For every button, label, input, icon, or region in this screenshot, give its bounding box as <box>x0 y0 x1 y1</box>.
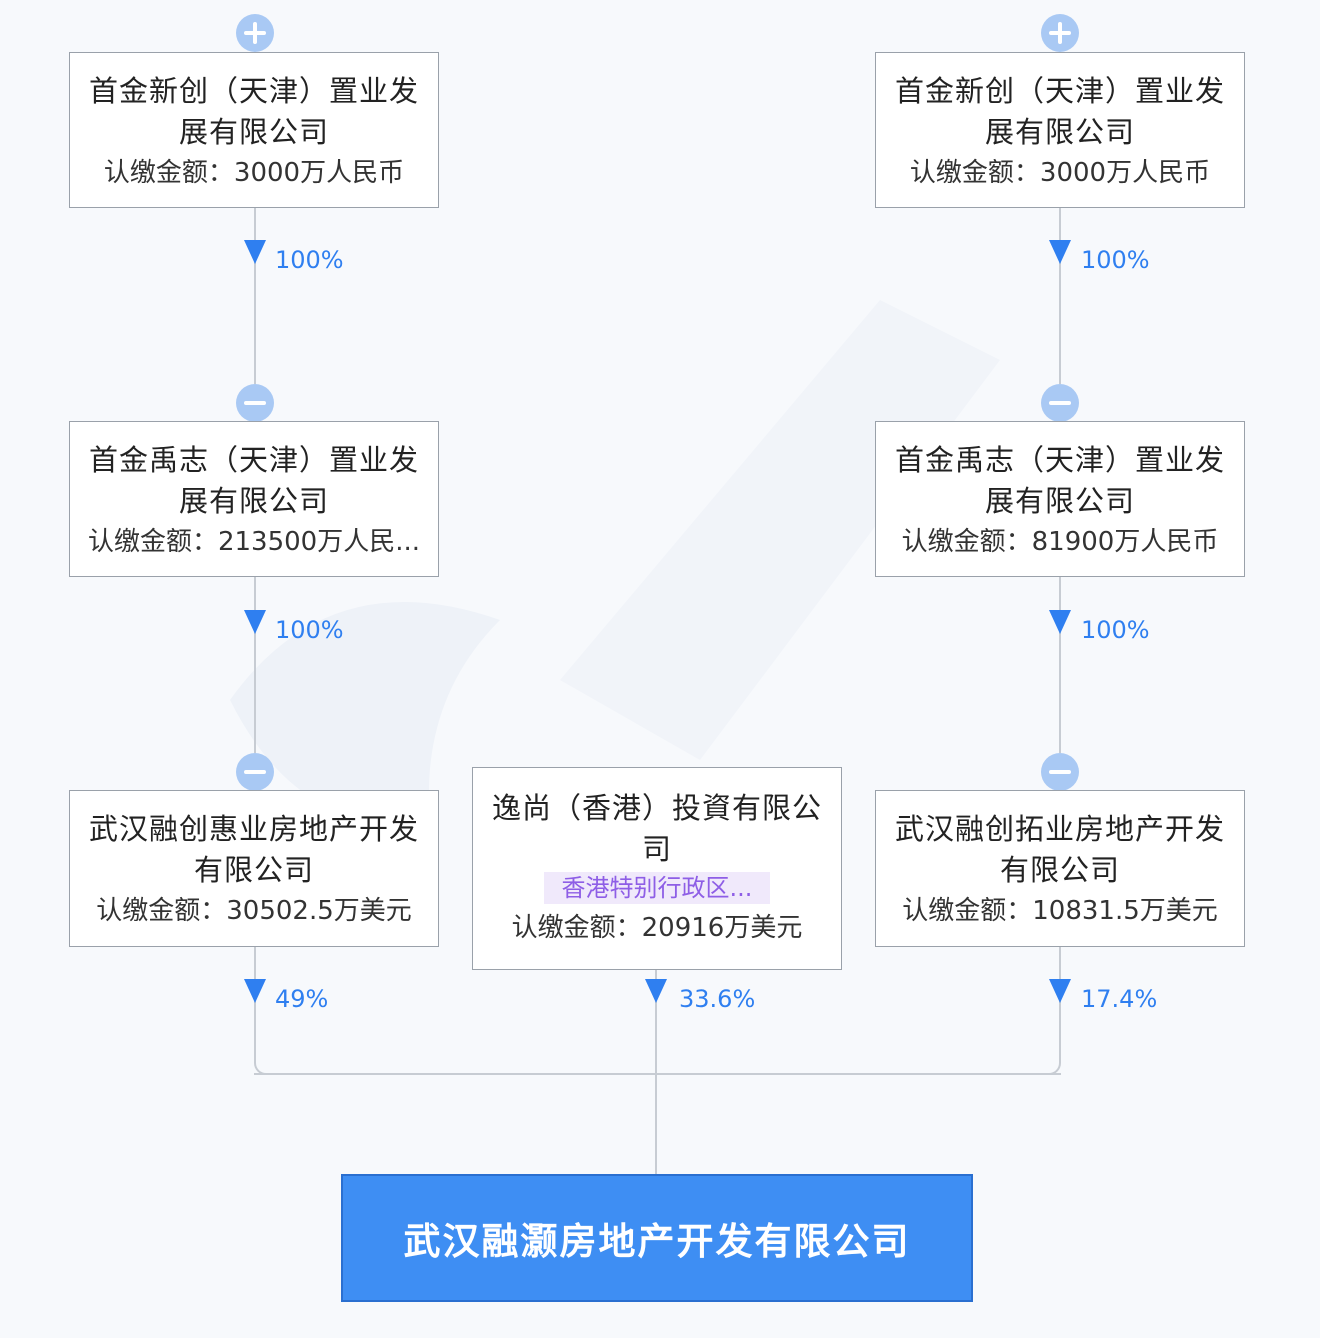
shareholder-node[interactable]: 首金禹志（天津）置业发展有限公司 认缴金额：81900万人民币 <box>875 421 1245 577</box>
ownership-percentage: 17.4% <box>1081 985 1158 1013</box>
connector-horizontal <box>254 1073 1061 1075</box>
subscribed-amount: 认缴金额：81900万人民币 <box>901 527 1219 557</box>
region-tag: 香港特别行政区... <box>543 872 771 904</box>
subscribed-amount: 认缴金额：213500万人民... <box>87 527 421 557</box>
arrow-down-icon <box>645 979 667 1003</box>
company-name: 逸尚（香港）投資有限公司 <box>491 791 822 866</box>
connector-center <box>655 970 657 1174</box>
ownership-percentage: 33.6% <box>679 985 756 1013</box>
company-name: 武汉融创惠业房地产开发有限公司 <box>88 812 419 887</box>
ownership-percentage: 100% <box>1081 246 1150 274</box>
arrow-down-icon <box>1049 979 1071 1003</box>
expand-plus-icon[interactable] <box>1041 14 1079 52</box>
ownership-percentage: 100% <box>275 246 344 274</box>
target-company-node[interactable]: 武汉融灏房地产开发有限公司 <box>341 1174 973 1302</box>
shareholder-node[interactable]: 逸尚（香港）投資有限公司 香港特别行政区... 认缴金额：20916万美元 <box>472 767 842 970</box>
ownership-percentage: 100% <box>275 616 344 644</box>
expand-plus-icon[interactable] <box>236 14 274 52</box>
arrow-down-icon <box>244 610 266 634</box>
connector-left-lower <box>254 947 256 1062</box>
collapse-minus-icon[interactable] <box>1041 753 1079 791</box>
target-company-name: 武汉融灏房地产开发有限公司 <box>403 1220 911 1263</box>
shareholder-node[interactable]: 武汉融创拓业房地产开发有限公司 认缴金额：10831.5万美元 <box>875 790 1245 947</box>
arrow-down-icon <box>1049 240 1071 264</box>
ownership-percentage: 49% <box>275 985 329 1013</box>
arrow-down-icon <box>244 240 266 264</box>
shareholder-node[interactable]: 首金禹志（天津）置业发展有限公司 认缴金额：213500万人民... <box>69 421 439 577</box>
subscribed-amount: 认缴金额：30502.5万美元 <box>96 896 412 926</box>
collapse-minus-icon[interactable] <box>1041 384 1079 422</box>
company-name: 首金禹志（天津）置业发展有限公司 <box>88 443 419 518</box>
ownership-percentage: 100% <box>1081 616 1150 644</box>
connector-left-middle <box>254 577 256 753</box>
collapse-minus-icon[interactable] <box>236 384 274 422</box>
connector-right-upper <box>1059 208 1061 384</box>
connector-right-lower <box>1059 947 1061 1062</box>
company-name: 首金禹志（天津）置业发展有限公司 <box>894 443 1225 518</box>
shareholder-node[interactable]: 首金新创（天津）置业发展有限公司 认缴金额：3000万人民币 <box>875 52 1245 208</box>
subscribed-amount: 认缴金额：3000万人民币 <box>909 158 1211 188</box>
company-name: 首金新创（天津）置业发展有限公司 <box>894 74 1225 149</box>
subscribed-amount: 认缴金额：10831.5万美元 <box>902 896 1218 926</box>
collapse-minus-icon[interactable] <box>236 753 274 791</box>
subscribed-amount: 认缴金额：20916万美元 <box>511 913 803 943</box>
connector-left-upper <box>254 208 256 384</box>
company-name: 首金新创（天津）置业发展有限公司 <box>88 74 419 149</box>
arrow-down-icon <box>1049 610 1071 634</box>
subscribed-amount: 认缴金额：3000万人民币 <box>103 158 405 188</box>
connector-right-middle <box>1059 577 1061 753</box>
arrow-down-icon <box>244 979 266 1003</box>
connector-left-corner <box>254 1060 268 1075</box>
company-name: 武汉融创拓业房地产开发有限公司 <box>894 812 1225 887</box>
shareholder-node[interactable]: 武汉融创惠业房地产开发有限公司 认缴金额：30502.5万美元 <box>69 790 439 947</box>
shareholder-node[interactable]: 首金新创（天津）置业发展有限公司 认缴金额：3000万人民币 <box>69 52 439 208</box>
